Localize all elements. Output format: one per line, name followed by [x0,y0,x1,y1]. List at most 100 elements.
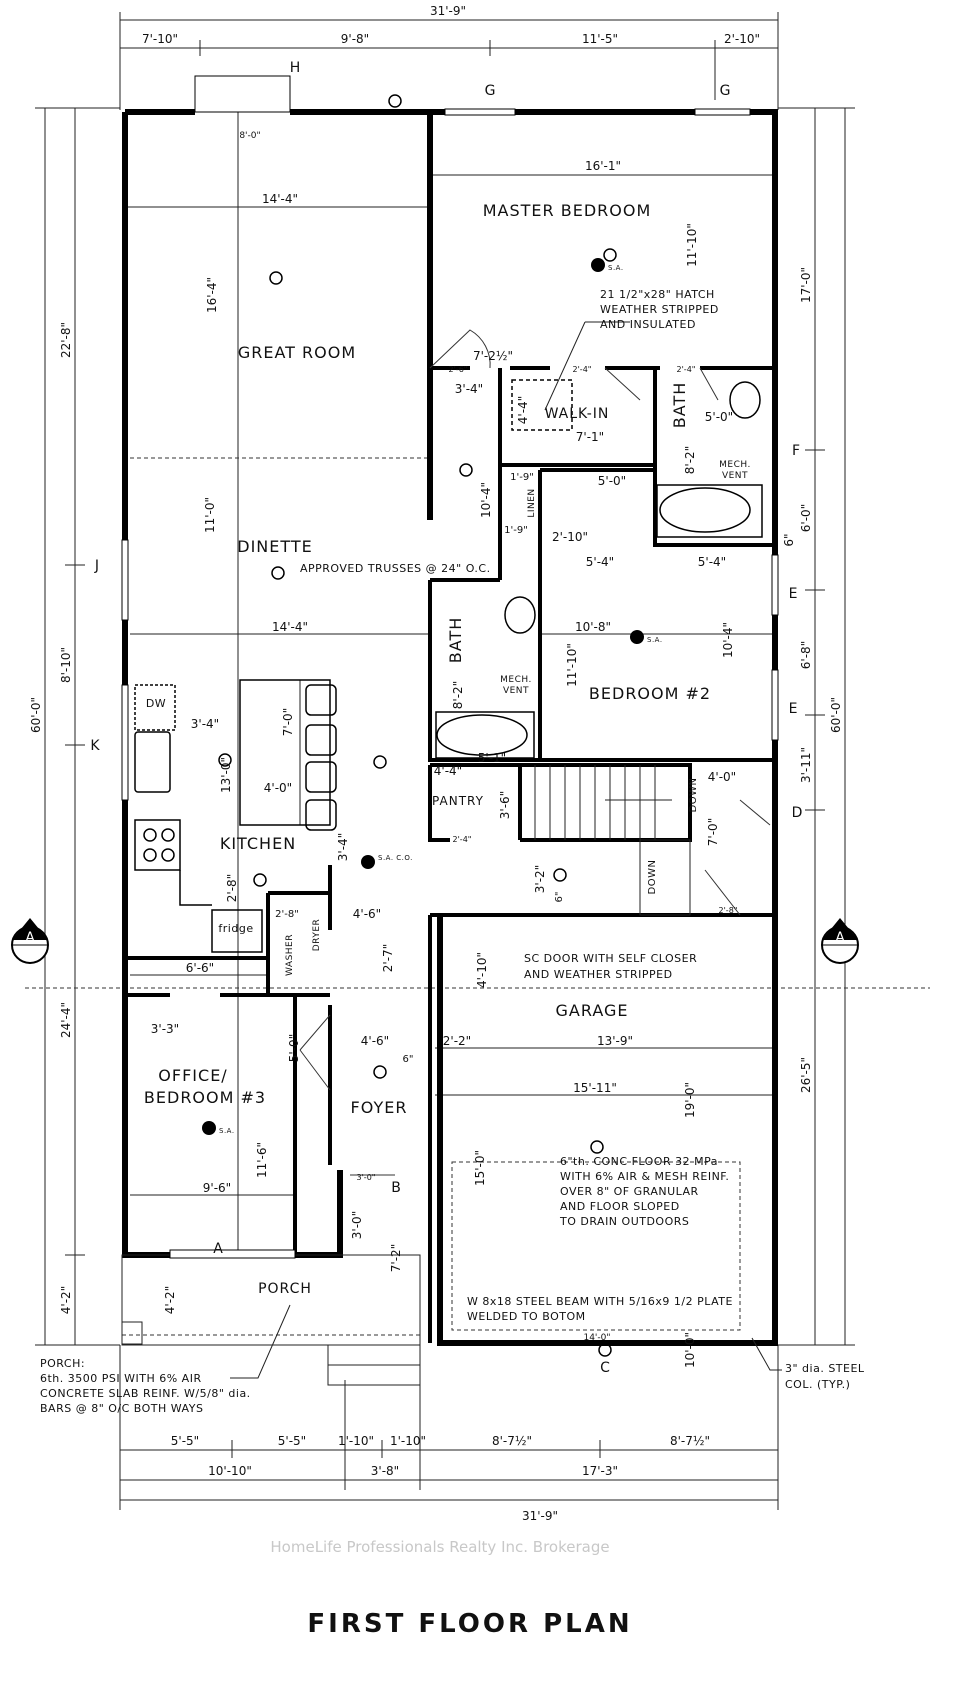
svg-text:6'-8": 6'-8" [799,641,813,669]
svg-text:60'-0": 60'-0" [29,697,43,733]
svg-text:31'-9": 31'-9" [430,4,466,18]
svg-text:11'-10": 11'-10" [565,643,579,687]
svg-text:PORCH:: PORCH: [40,1357,85,1370]
svg-text:11'-0": 11'-0" [203,497,217,533]
svg-text:10'-8": 10'-8" [575,620,611,634]
dishwasher [134,684,176,731]
svg-text:6": 6" [782,533,796,546]
svg-text:CONCRETE SLAB REINF. W/5/8" di: CONCRETE SLAB REINF. W/5/8" dia. [40,1387,251,1400]
door-swings [299,329,771,1176]
svg-text:3'-6": 3'-6" [498,791,512,819]
svg-text:5'-4": 5'-4" [586,555,614,569]
svg-text:4'-4": 4'-4" [434,764,462,778]
svg-text:2'-7": 2'-7" [381,944,395,972]
svg-text:1'-10": 1'-10" [338,1434,374,1448]
smoke-alarm-icon [202,258,644,1135]
svg-text:2'-4": 2'-4" [573,365,592,374]
svg-text:4'-4": 4'-4" [516,396,530,424]
svg-text:4'-6": 4'-6" [361,1034,389,1048]
svg-text:3'-2": 3'-2" [533,865,547,893]
room-dinette: DINETTE [237,537,313,556]
svg-text:11'-5": 11'-5" [582,32,618,46]
kitchen-fixtures [134,679,337,953]
svg-text:13'-9": 13'-9" [597,1034,633,1048]
svg-text:3'-4": 3'-4" [191,717,219,731]
svg-text:15'-0": 15'-0" [473,1150,487,1186]
svg-text:WELDED TO BOTOM: WELDED TO BOTOM [467,1310,586,1323]
stove [134,819,181,871]
svg-text:2'-6": 2'-6" [449,365,468,374]
svg-text:8'-0": 8'-0" [239,131,260,141]
svg-text:26'-5": 26'-5" [799,1057,813,1093]
svg-text:6'-6": 6'-6" [186,961,214,975]
svg-text:16'-4": 16'-4" [205,277,219,313]
svg-text:10'-0": 10'-0" [683,1332,697,1368]
svg-text:G: G [485,83,496,99]
svg-text:5'-0": 5'-0" [598,474,626,488]
svg-text:2'-2": 2'-2" [443,1034,471,1048]
svg-text:8'-7½": 8'-7½" [670,1434,710,1448]
section-marker-right: A [821,918,859,964]
svg-text:22'-8": 22'-8" [59,322,73,358]
svg-text:5'-1": 5'-1" [478,751,506,765]
light-fixture-icon [218,94,617,1357]
svg-text:7'-0": 7'-0" [706,818,720,846]
svg-text:J: J [94,558,99,574]
room-bath-2: BATH [446,617,465,663]
svg-text:MECH.: MECH. [500,675,532,685]
windows [121,75,779,1259]
svg-text:15'-11": 15'-11" [573,1081,617,1095]
svg-text:10'-4": 10'-4" [479,482,493,518]
svg-text:5'-4": 5'-4" [698,555,726,569]
svg-text:S.A. C.O.: S.A. C.O. [378,854,413,862]
svg-text:21 1/2"x28" HATCH: 21 1/2"x28" HATCH [600,288,715,301]
svg-text:5'-0": 5'-0" [705,410,733,424]
svg-text:E: E [789,701,798,717]
dimension-lines [25,12,930,1510]
svg-text:6th. 3500 PSI WITH 6% AIR: 6th. 3500 PSI WITH 6% AIR [40,1372,202,1385]
svg-text:DW: DW [146,697,166,710]
svg-text:DOWN: DOWN [647,860,658,895]
svg-text:H: H [290,60,301,76]
room-pantry: PANTRY [432,794,484,808]
svg-text:F: F [792,443,800,459]
svg-text:APPROVED TRUSSES @ 24" O.C.: APPROVED TRUSSES @ 24" O.C. [300,562,491,575]
svg-text:DOWN: DOWN [688,778,699,813]
svg-text:1'-9": 1'-9" [504,525,528,536]
garage-floor-slab [451,1161,741,1331]
svg-text:31'-9": 31'-9" [522,1509,558,1523]
svg-text:4'-6": 4'-6" [353,907,381,921]
svg-text:2'-4": 2'-4" [677,365,696,374]
room-porch: PORCH [258,1281,312,1297]
fridge [211,909,263,953]
svg-text:3'-0": 3'-0" [350,1211,364,1239]
svg-text:3'-4": 3'-4" [455,382,483,396]
svg-text:MECH.: MECH. [719,460,751,470]
staircase [534,765,691,916]
svg-text:5'-0": 5'-0" [287,1034,301,1062]
svg-text:14'-0": 14'-0" [583,1333,610,1343]
svg-text:BARS @ 8" O/C BOTH WAYS: BARS @ 8" O/C BOTH WAYS [40,1402,203,1415]
svg-text:1'-10": 1'-10" [390,1434,426,1448]
room-master-bedroom: MASTER BEDROOM [483,201,652,220]
svg-text:G: G [720,83,731,99]
svg-text:8'-2": 8'-2" [451,681,465,709]
svg-text:7'-10": 7'-10" [142,32,178,46]
svg-text:13'-0": 13'-0" [219,757,233,793]
svg-text:2'-4": 2'-4" [453,835,472,844]
svg-text:5'-5": 5'-5" [278,1434,306,1448]
room-office-2: BEDROOM #3 [144,1088,266,1107]
svg-text:3'-11": 3'-11" [799,747,813,783]
svg-text:K: K [90,738,100,754]
room-walk-in: WALK-IN [545,406,610,422]
svg-text:AND FLOOR SLOPED: AND FLOOR SLOPED [560,1200,680,1213]
svg-text:OVER 8" OF GRANULAR: OVER 8" OF GRANULAR [560,1185,699,1198]
svg-text:2'-10": 2'-10" [724,32,760,46]
svg-text:E: E [789,586,798,602]
svg-text:4'-2": 4'-2" [59,1286,73,1314]
svg-text:2'-8": 2'-8" [719,906,738,915]
grid-letters: H G G J K F E E D C B A [90,60,802,1376]
bath-fixtures [435,379,763,759]
room-bath-master: BATH [670,382,689,428]
